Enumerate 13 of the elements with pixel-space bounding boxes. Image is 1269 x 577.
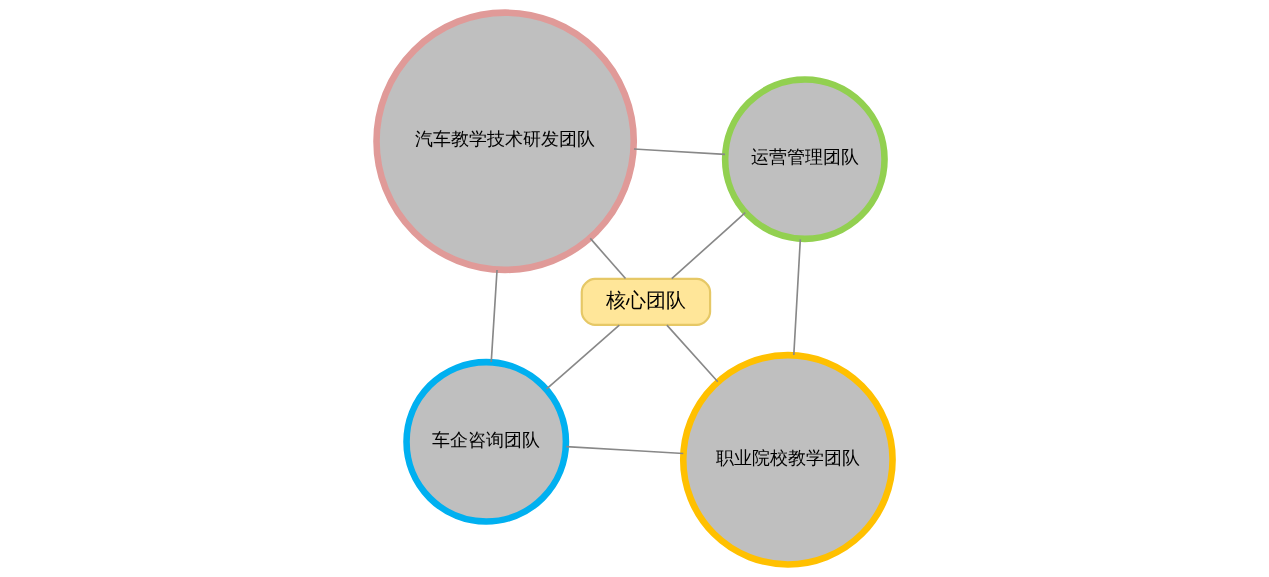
connector xyxy=(670,211,747,280)
node-circle: 汽车教学技术研发团队 xyxy=(373,9,638,274)
connector xyxy=(666,324,719,383)
node-circle: 职业院校教学团队 xyxy=(679,351,896,568)
node-box: 核心团队 xyxy=(580,277,712,326)
connector xyxy=(633,148,726,156)
connector xyxy=(793,238,802,356)
connector xyxy=(490,269,498,363)
connector xyxy=(545,324,621,390)
connector xyxy=(589,237,627,280)
node-circle: 运营管理团队 xyxy=(721,76,888,243)
connector xyxy=(565,445,685,455)
node-circle: 车企咨询团队 xyxy=(403,358,570,525)
